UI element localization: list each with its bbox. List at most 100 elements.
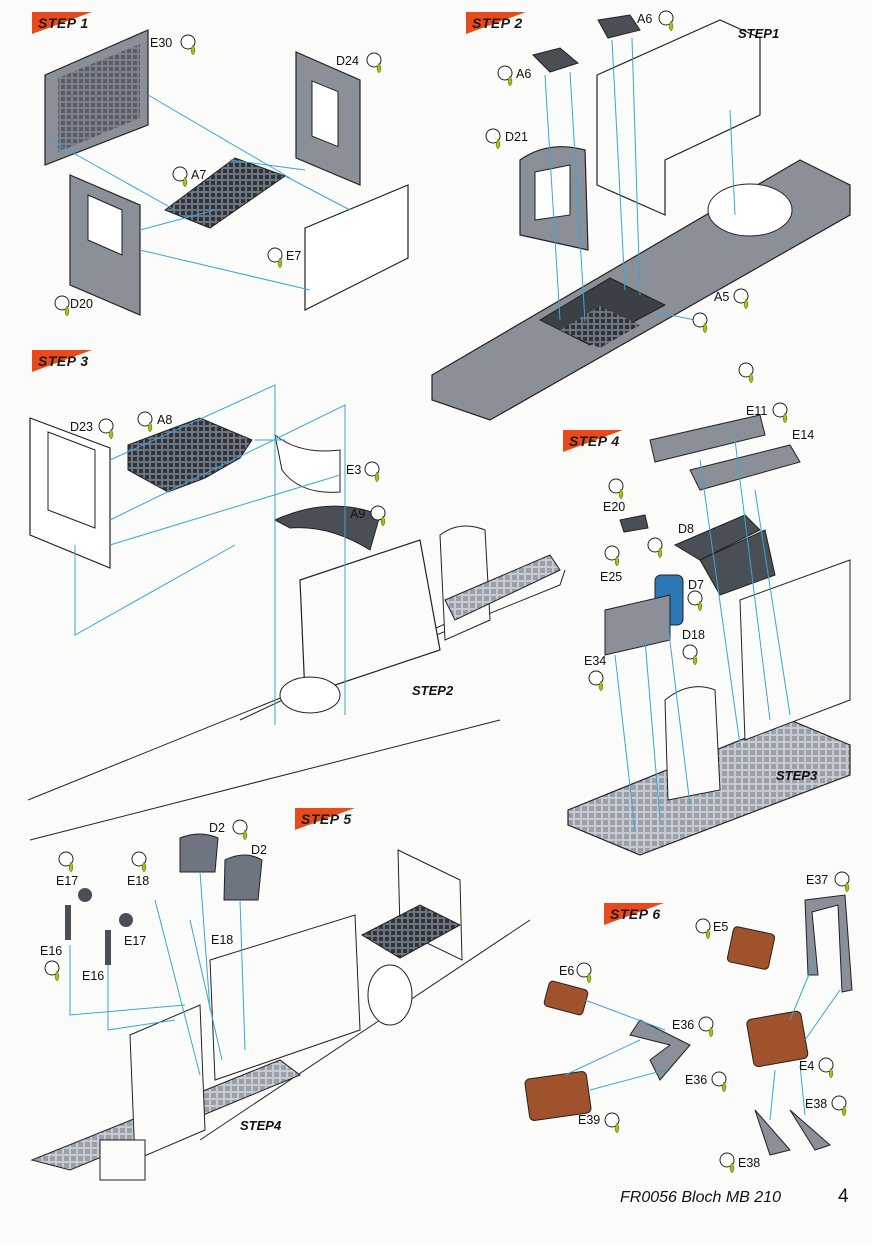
part-label-e25: E25 bbox=[600, 570, 623, 584]
floor-edge-step5 bbox=[199, 919, 531, 1141]
part-label-e17-bottom: E17 bbox=[124, 934, 147, 948]
step6-guides bbox=[564, 959, 841, 1121]
banner-flag bbox=[466, 12, 526, 34]
step-5-label: STEP 5 bbox=[301, 811, 352, 827]
banner-flag bbox=[32, 12, 92, 34]
step-1-banner: STEP 1 bbox=[32, 12, 110, 34]
hatch-step5 bbox=[367, 964, 413, 1026]
fuselage-edge-step5 bbox=[29, 719, 501, 841]
part-label-d23: D23 bbox=[70, 420, 93, 434]
panel-e7 bbox=[304, 184, 409, 311]
part-label-e18-top: E18 bbox=[127, 874, 150, 888]
step2-drawing bbox=[431, 14, 851, 421]
panel-e3 bbox=[274, 433, 341, 493]
step-3-label: STEP 3 bbox=[38, 353, 89, 369]
banner-flag bbox=[604, 903, 664, 925]
part-label-e5: E5 bbox=[713, 920, 729, 934]
panel-e11 bbox=[649, 414, 766, 463]
floor-a7 bbox=[163, 157, 287, 229]
ref-step2: STEP2 bbox=[412, 683, 454, 698]
step-1-label: STEP 1 bbox=[38, 15, 89, 31]
banner-flag bbox=[295, 808, 355, 830]
part-label-d2-right: D2 bbox=[251, 843, 267, 857]
cushion-e4 bbox=[746, 1010, 809, 1068]
part-label-a6-right: A6 bbox=[637, 12, 653, 26]
part-label-e14: E14 bbox=[792, 428, 815, 442]
cabin-side-step4 bbox=[209, 914, 361, 1081]
step3-guides bbox=[74, 384, 346, 725]
page-number: 4 bbox=[838, 1186, 849, 1207]
part-label-e18-bottom: E18 bbox=[211, 933, 234, 947]
step2-guides bbox=[544, 37, 736, 323]
step-6-banner: STEP 6 bbox=[604, 903, 682, 925]
step6-drawing bbox=[524, 894, 853, 1156]
banner-flag bbox=[32, 350, 92, 372]
part-label-e34: E34 bbox=[584, 654, 607, 668]
crank-e17-b bbox=[119, 913, 133, 927]
cushion-e39 bbox=[524, 1071, 592, 1121]
seat-d2-left bbox=[179, 833, 219, 873]
floor-a8 bbox=[127, 417, 253, 493]
ref-step1: STEP1 bbox=[738, 26, 780, 41]
part-label-e20: E20 bbox=[603, 500, 626, 514]
part-label-e17-top: E17 bbox=[56, 874, 79, 888]
part-label-e16-right: E16 bbox=[82, 969, 105, 983]
part-label-d20: D20 bbox=[70, 297, 93, 311]
part-a6-left bbox=[532, 47, 580, 73]
bulkhead-d23-window bbox=[47, 431, 96, 529]
part-label-a5: A5 bbox=[714, 290, 730, 304]
part-label-e3: E3 bbox=[346, 463, 362, 477]
cabin-door-step2 bbox=[439, 525, 491, 641]
part-label-a6-left: A6 bbox=[516, 67, 532, 81]
part-label-e38-bottom: E38 bbox=[738, 1156, 761, 1170]
banner-flag bbox=[563, 430, 623, 452]
ref-step4: STEP4 bbox=[240, 1118, 282, 1133]
footer-code: FR0056 Bloch MB 210 bbox=[620, 1189, 781, 1206]
cabin-frame-step1 bbox=[596, 19, 761, 216]
step-2-banner: STEP 2 bbox=[466, 12, 544, 34]
cabin-door-step3 bbox=[664, 686, 721, 801]
cabin-step2 bbox=[299, 539, 441, 696]
step1-guides bbox=[49, 94, 351, 291]
part-label-a7: A7 bbox=[191, 168, 207, 182]
step-2-label: STEP 2 bbox=[472, 15, 523, 31]
door-d20-window bbox=[87, 194, 123, 256]
part-label-d7: D7 bbox=[688, 578, 704, 592]
hatch-step3 bbox=[279, 676, 341, 714]
part-label-e37: E37 bbox=[806, 873, 829, 887]
panel-e14 bbox=[689, 444, 801, 491]
cushion-e6 bbox=[543, 980, 589, 1016]
door-d24-opening bbox=[311, 80, 339, 148]
part-label-e39: E39 bbox=[578, 1113, 601, 1127]
bulkhead-e30-panels bbox=[58, 44, 140, 152]
part-label-e36-bottom: E36 bbox=[685, 1073, 708, 1087]
part-d8 bbox=[673, 514, 761, 561]
panel-a9 bbox=[273, 505, 381, 551]
part-label-e11: E11 bbox=[746, 404, 768, 418]
part-label-d2-left: D2 bbox=[209, 821, 225, 835]
part-label-a9: A9 bbox=[350, 507, 366, 521]
frame-d7 bbox=[699, 529, 776, 596]
cabin-frame-step3 bbox=[739, 559, 851, 741]
fuselage-edge bbox=[27, 569, 566, 801]
step5-drawing bbox=[29, 719, 531, 1181]
part-label-a8: A8 bbox=[157, 413, 173, 427]
part-label-d18: D18 bbox=[682, 628, 705, 642]
step-6-label: STEP 6 bbox=[610, 906, 661, 922]
part-label-d8: D8 bbox=[678, 522, 694, 536]
step-4-label: STEP 4 bbox=[569, 433, 620, 449]
part-label-e4: E4 bbox=[799, 1059, 815, 1073]
cushion-e5 bbox=[726, 926, 776, 970]
step4-guides bbox=[614, 439, 791, 831]
cabin-wall-step4 bbox=[129, 1004, 206, 1161]
part-label-e30: E30 bbox=[150, 36, 173, 50]
box-e34 bbox=[604, 594, 671, 656]
step3-drawing bbox=[27, 384, 566, 801]
part-label-e16-left: E16 bbox=[40, 944, 63, 958]
floor-hatch bbox=[707, 183, 793, 237]
step-5-banner: STEP 5 bbox=[295, 808, 373, 830]
part-label-e6: E6 bbox=[559, 964, 575, 978]
crank-e17-a bbox=[78, 888, 92, 902]
